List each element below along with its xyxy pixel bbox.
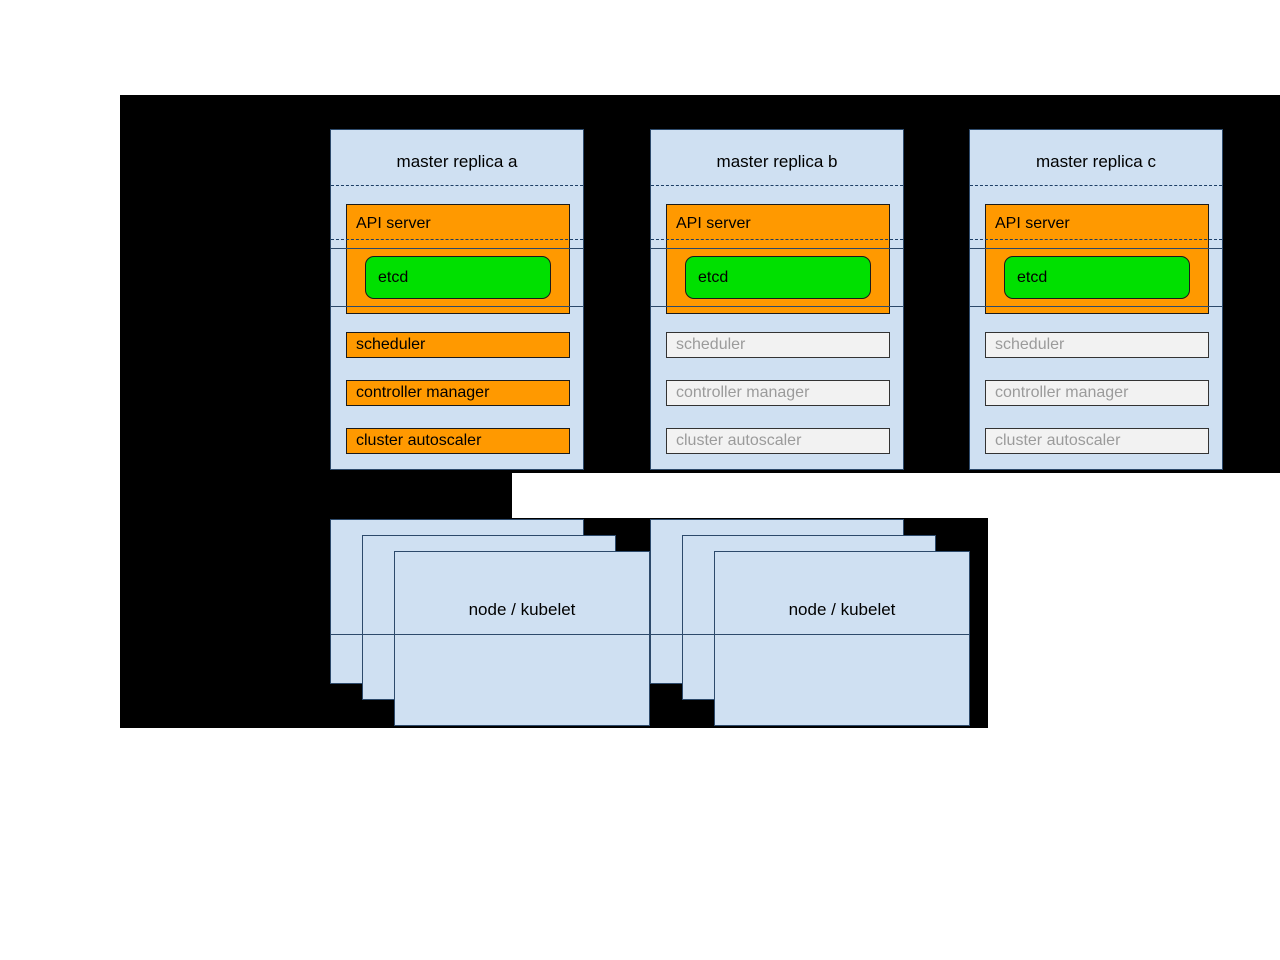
master-rule-dashed-mid-c: [970, 239, 1222, 240]
etcd-box-c[interactable]: etcd: [1004, 256, 1190, 299]
master-rule-dashed-top-b: [651, 185, 903, 186]
master-rule-solid-upper-a: [331, 248, 583, 249]
controller-manager-box-a[interactable]: controller manager: [346, 380, 570, 406]
master-replica-card-c[interactable]: master replica c API server etcd schedul…: [969, 129, 1223, 470]
node-label-1: node / kubelet: [468, 600, 576, 619]
etcd-box-b[interactable]: etcd: [685, 256, 871, 299]
cluster-autoscaler-box-a[interactable]: cluster autoscaler: [346, 428, 570, 454]
node-label-2: node / kubelet: [788, 600, 896, 619]
cluster-autoscaler-box-b[interactable]: cluster autoscaler: [666, 428, 890, 454]
controller-manager-box-c[interactable]: controller manager: [985, 380, 1209, 406]
api-server-label-a: API server: [356, 215, 431, 232]
master-rule-dashed-top-c: [970, 185, 1222, 186]
node-divider-1: [330, 634, 650, 635]
cluster-autoscaler-box-c[interactable]: cluster autoscaler: [985, 428, 1209, 454]
master-replica-title-a: master replica a: [396, 152, 518, 171]
scheduler-box-a[interactable]: scheduler: [346, 332, 570, 358]
controller-manager-box-b[interactable]: controller manager: [666, 380, 890, 406]
master-rule-solid-upper-c: [970, 248, 1222, 249]
master-rule-solid-lower-c: [970, 306, 1222, 307]
etcd-box-a[interactable]: etcd: [365, 256, 551, 299]
node-card-2[interactable]: node / kubelet: [714, 551, 970, 726]
backdrop-notch-left: [120, 473, 512, 518]
api-server-label-b: API server: [676, 215, 751, 232]
master-rule-dashed-mid-a: [331, 239, 583, 240]
master-rule-solid-lower-b: [651, 306, 903, 307]
master-rule-dashed-top-a: [331, 185, 583, 186]
master-rule-solid-lower-a: [331, 306, 583, 307]
master-replica-card-a[interactable]: master replica a API server etcd schedul…: [330, 129, 584, 470]
scheduler-box-b[interactable]: scheduler: [666, 332, 890, 358]
node-divider-2: [650, 634, 970, 635]
master-rule-dashed-mid-b: [651, 239, 903, 240]
master-replica-card-b[interactable]: master replica b API server etcd schedul…: [650, 129, 904, 470]
master-replica-title-b: master replica b: [716, 152, 838, 171]
master-replica-title-c: master replica c: [1036, 152, 1156, 171]
master-rule-solid-upper-b: [651, 248, 903, 249]
api-server-label-c: API server: [995, 215, 1070, 232]
node-card-1[interactable]: node / kubelet: [394, 551, 650, 726]
scheduler-box-c[interactable]: scheduler: [985, 332, 1209, 358]
